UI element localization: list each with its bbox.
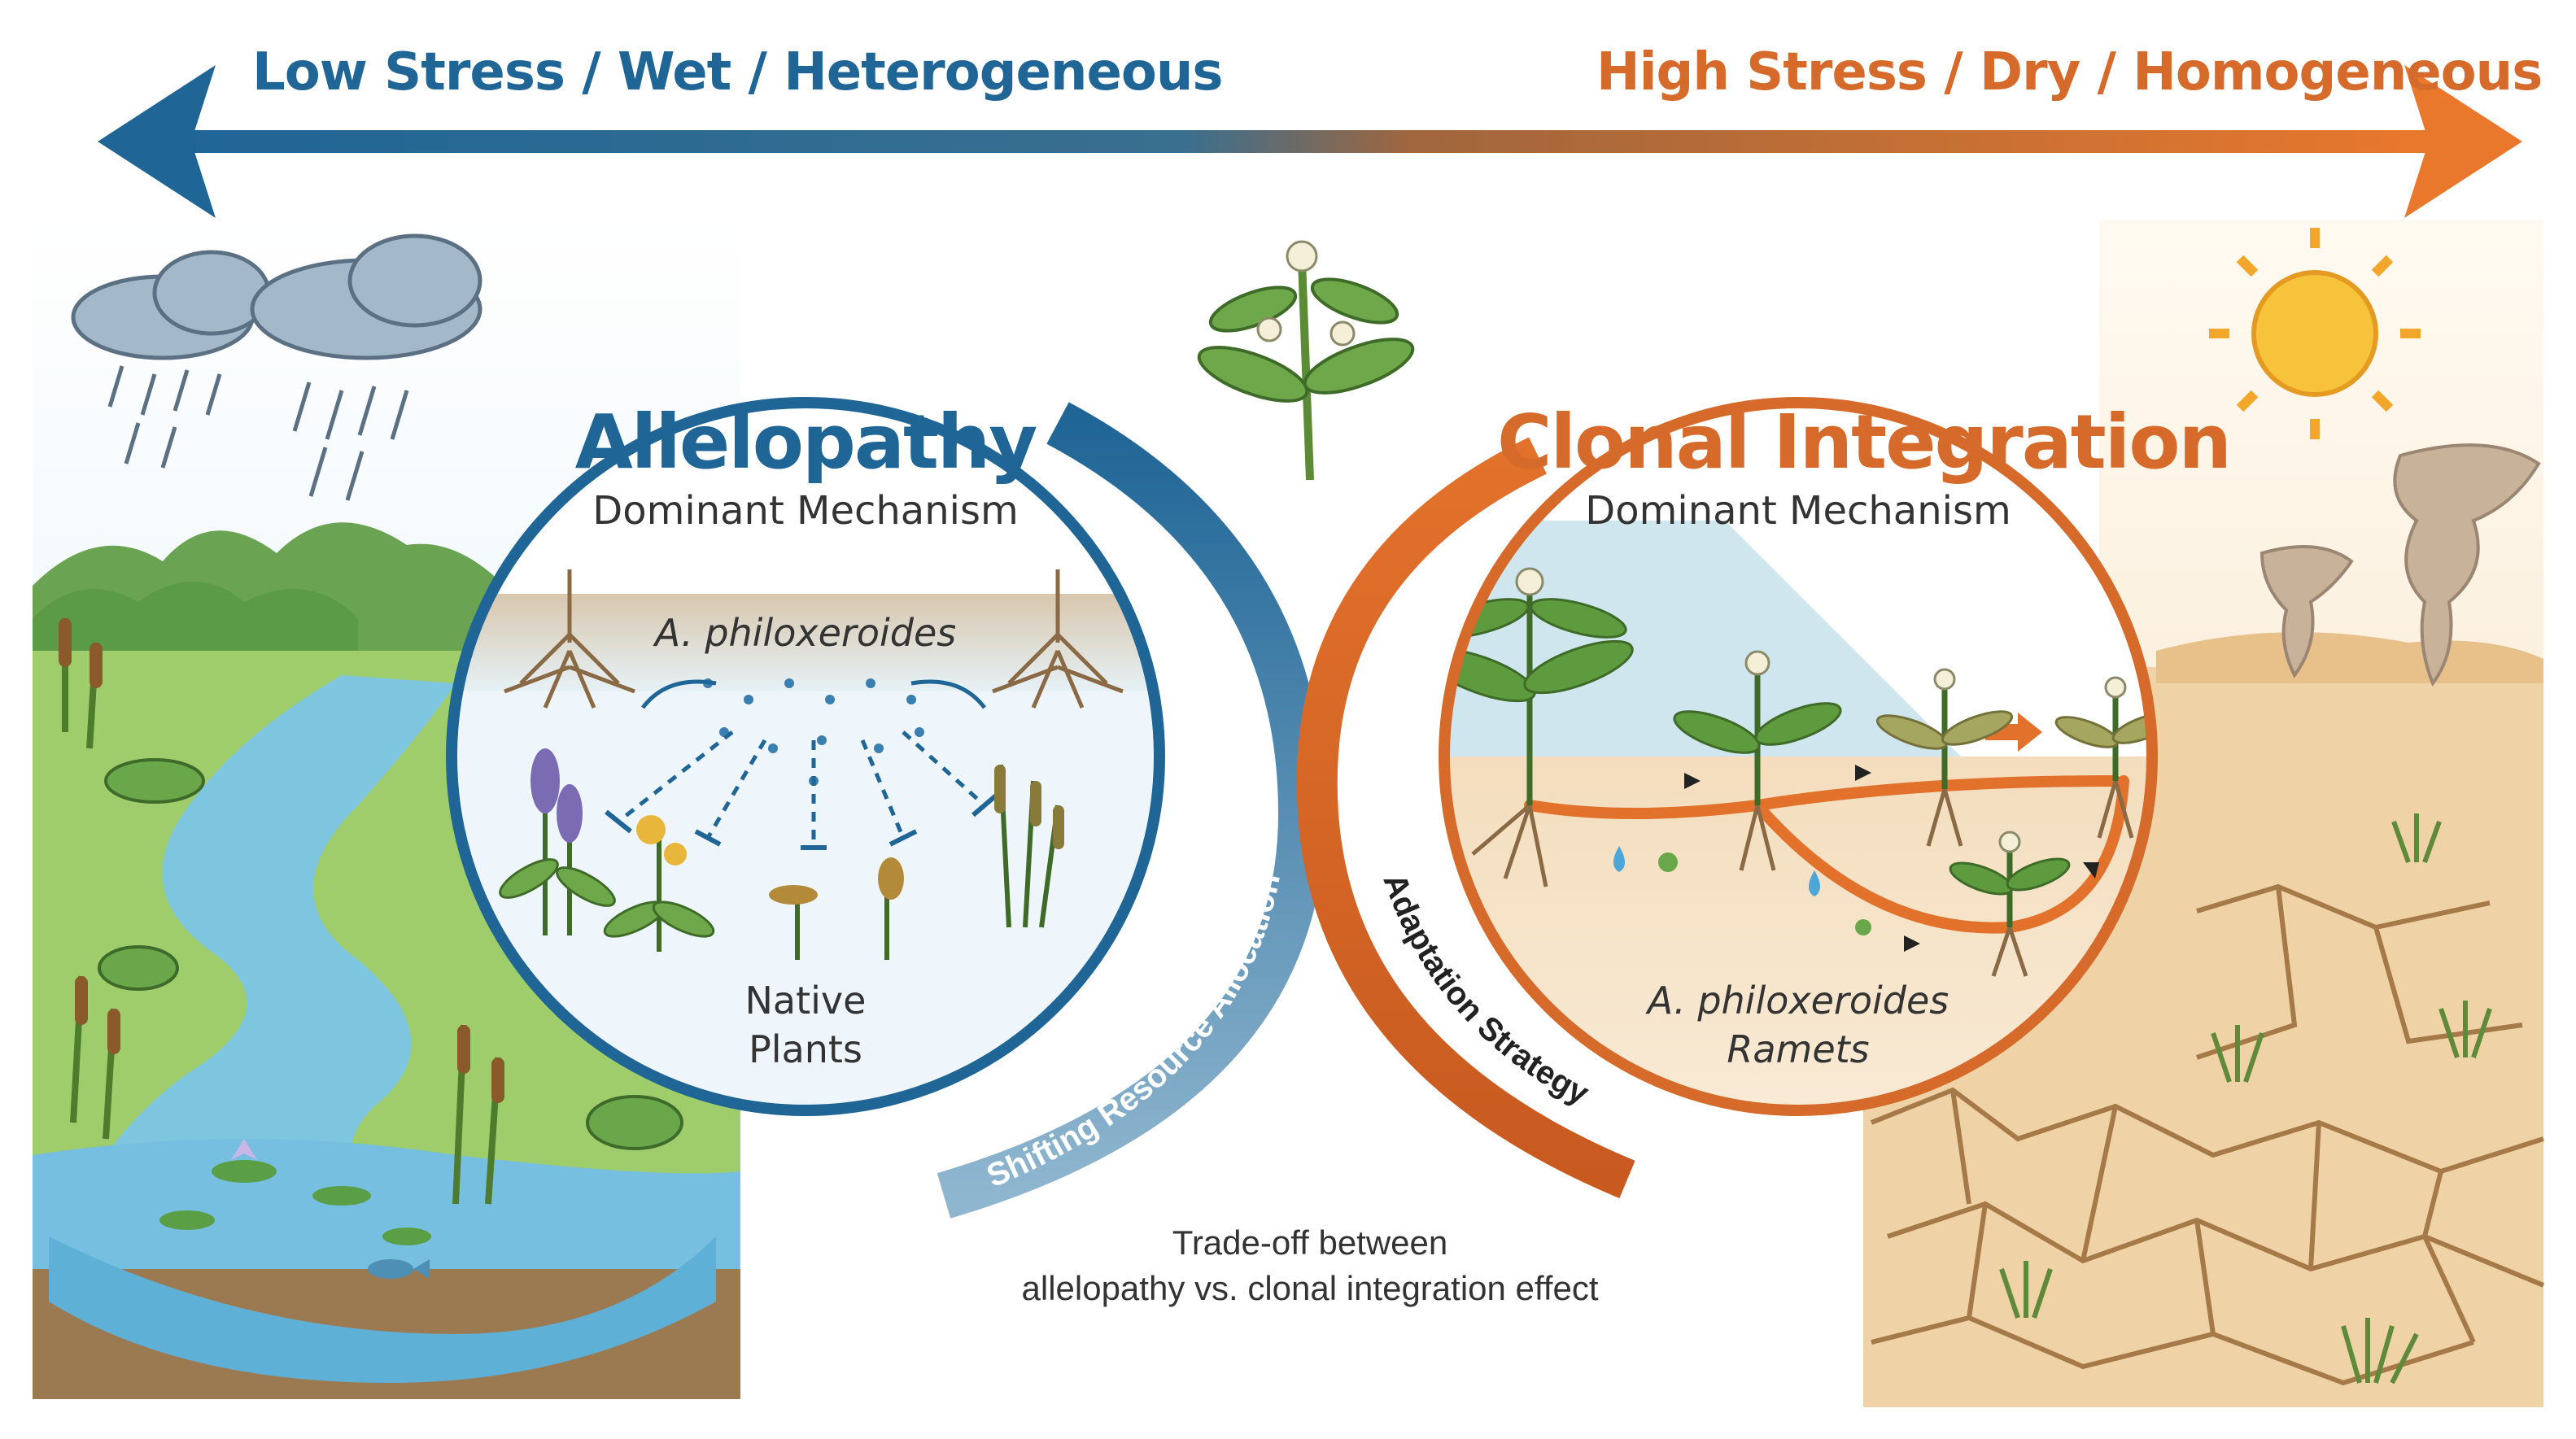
central-plant-icon bbox=[1193, 242, 1419, 480]
high-stress-label: High Stress / Dry / Homogeneous bbox=[1596, 42, 2542, 102]
ramets-label: A. philoxeroides Ramets bbox=[1603, 976, 1993, 1074]
allelopathy-subtitle: Dominant Mechanism bbox=[561, 488, 1050, 534]
clonal-integration-subtitle: Dominant Mechanism bbox=[1554, 488, 2042, 534]
clonal-integration-title: Clonal Integration bbox=[1497, 399, 2099, 486]
tradeoff-caption: Trade-off between allelopathy vs. clonal… bbox=[903, 1220, 1717, 1311]
allelopathy-title: Allelopathy bbox=[561, 399, 1050, 486]
allelopathy-species-label: A. philoxeroides bbox=[627, 608, 985, 657]
native-plants-label: Native Plants bbox=[692, 976, 919, 1074]
low-stress-label: Low Stress / Wet / Heterogeneous bbox=[252, 42, 1223, 102]
